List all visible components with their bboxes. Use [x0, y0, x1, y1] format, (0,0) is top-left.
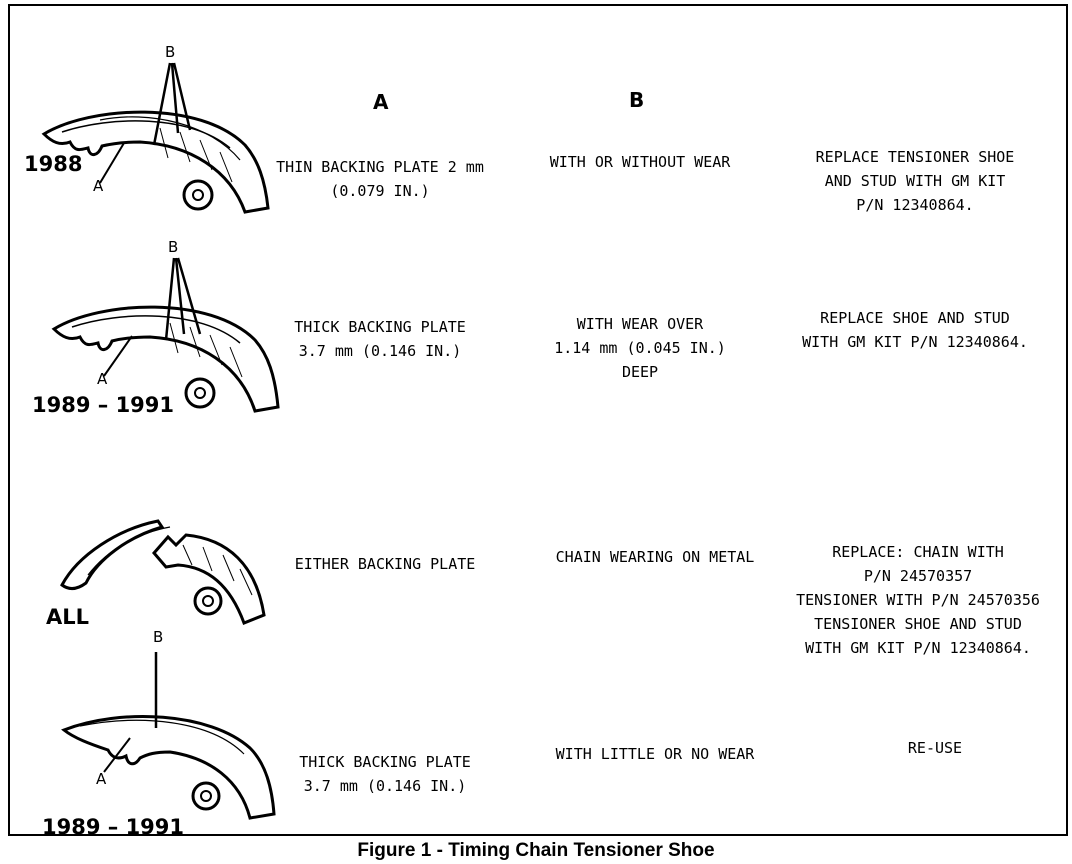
- callout-b-label: B: [165, 43, 176, 61]
- callout-arrows: [103, 257, 202, 377]
- wear-condition-text: WITH LITTLE OR NO WEAR: [555, 745, 755, 763]
- model-year-label: 1989 – 1991: [32, 393, 175, 417]
- wear-condition-text: CHAIN WEARING ON METAL: [555, 548, 755, 566]
- model-year-label: 1989 – 1991: [42, 815, 185, 839]
- tensioner-shoe-illustration: [60, 519, 266, 625]
- callout-arrows: [99, 62, 192, 184]
- action-text: REPLACE TENSIONER SHOE AND STUD WITH GM …: [815, 148, 1015, 214]
- backing-plate-text: THICK BACKING PLATE 3.7 mm (0.146 IN.): [294, 318, 466, 360]
- callout-a-label: A: [93, 177, 104, 195]
- callout-arrows: [103, 652, 158, 773]
- backing-plate-text: EITHER BACKING PLATE: [294, 555, 476, 573]
- backing-plate-text: THICK BACKING PLATE 3.7 mm (0.146 IN.): [299, 753, 471, 795]
- callout-b-label: B: [153, 628, 164, 646]
- column-header-a: A: [373, 90, 389, 114]
- model-year-label: ALL: [46, 605, 90, 629]
- callout-a-label: A: [96, 770, 107, 788]
- figure-caption: Figure 1 - Timing Chain Tensioner Shoe: [357, 840, 715, 861]
- action-text: REPLACE: CHAIN WITH P/N 24570357 TENSION…: [796, 543, 1040, 657]
- model-year-label: 1988: [24, 152, 83, 176]
- tensioner-shoe-illustration: [61, 714, 276, 820]
- action-text: RE-USE: [907, 739, 963, 757]
- callout-b-label: B: [168, 238, 179, 256]
- action-text: REPLACE SHOE AND STUD WITH GM KIT P/N 12…: [802, 309, 1028, 351]
- figure-frame: [8, 4, 1068, 836]
- callout-a-label: A: [97, 370, 108, 388]
- wear-condition-text: WITH OR WITHOUT WEAR: [549, 153, 731, 171]
- backing-plate-text: THIN BACKING PLATE 2 mm (0.079 IN.): [276, 158, 484, 200]
- column-header-b: B: [629, 88, 645, 112]
- wear-condition-text: WITH WEAR OVER 1.14 mm (0.045 IN.) DEEP: [554, 315, 726, 381]
